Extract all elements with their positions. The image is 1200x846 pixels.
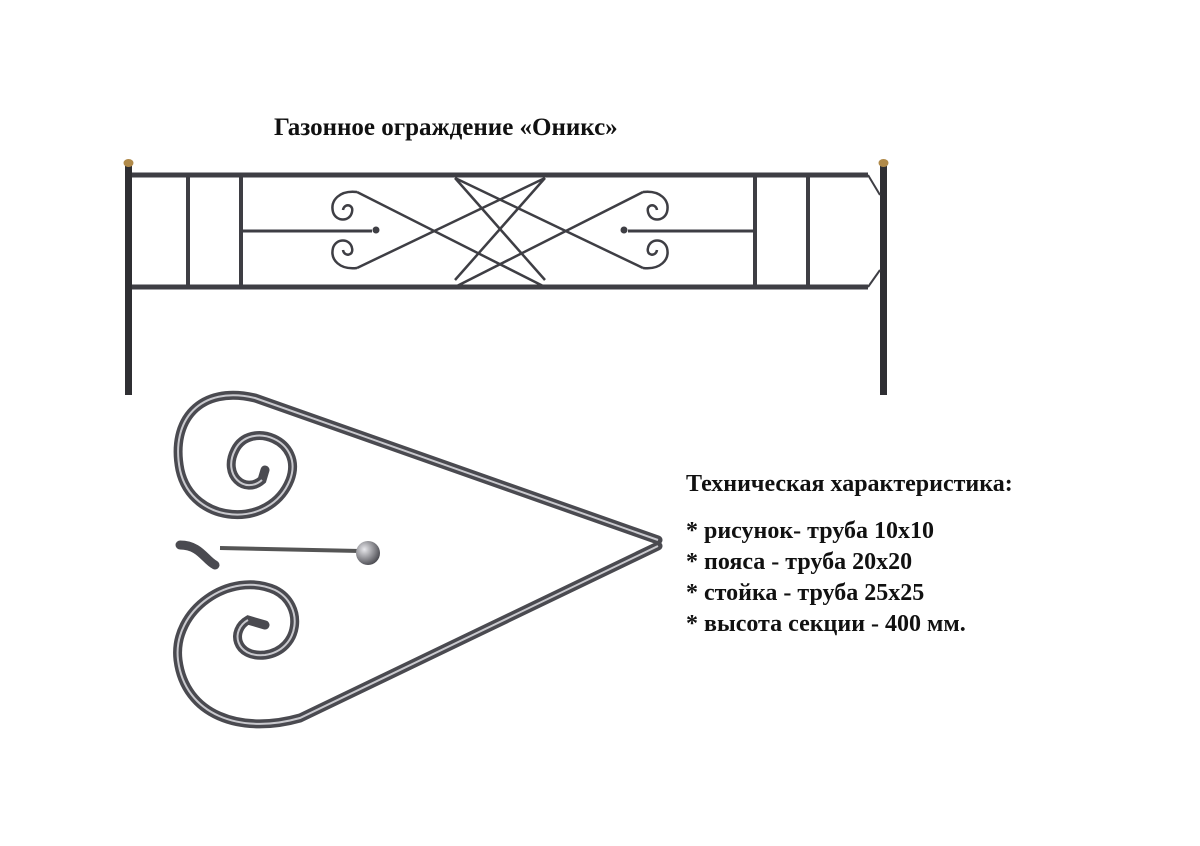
spec-item: * пояса - труба 20х20 — [686, 549, 913, 575]
fence-section — [123, 159, 889, 395]
page-title: Газонное ограждение «Оникс» — [274, 114, 618, 141]
specs-heading: Техническая характеристика: — [686, 471, 1013, 497]
scroll-detail — [125, 390, 663, 729]
left-post — [125, 165, 132, 395]
spec-item: * высота секции - 400 мм. — [686, 611, 966, 637]
spec-item: * стойка - труба 25х25 — [686, 580, 925, 606]
right-post-cap — [878, 159, 889, 167]
ball-finial — [356, 541, 380, 565]
left-post-cap — [123, 159, 134, 167]
technical-specs: Техническая характеристика: * рисунок- т… — [686, 471, 1013, 640]
spec-item: * рисунок- труба 10х10 — [686, 518, 934, 544]
right-post — [880, 165, 887, 395]
